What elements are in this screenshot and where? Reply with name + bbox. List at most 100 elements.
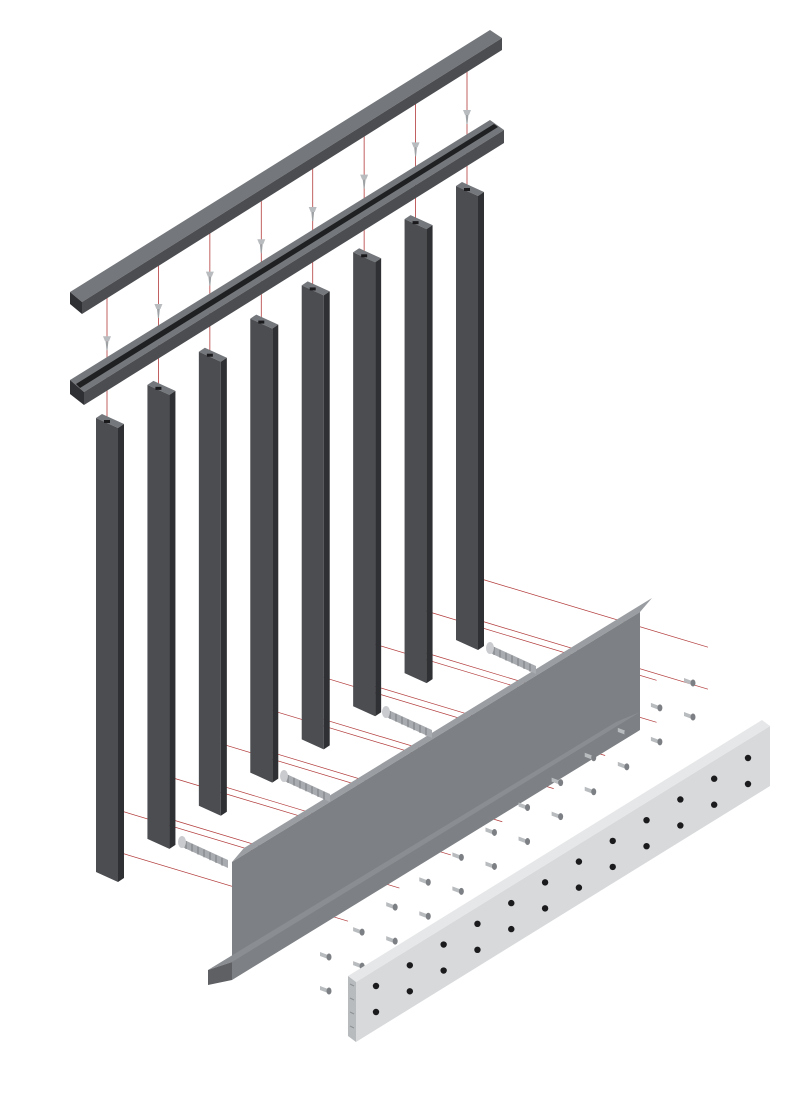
screw-head <box>463 110 471 115</box>
screw-body <box>452 852 461 860</box>
rail-screw-8 <box>463 110 471 124</box>
screw-head <box>491 862 497 870</box>
picket-2 <box>147 380 176 849</box>
perforated-plate-end <box>348 976 356 1042</box>
screw-shank <box>311 211 315 221</box>
rail-screw-5 <box>308 206 317 221</box>
screw-head <box>525 804 531 812</box>
picket-slot <box>104 420 110 423</box>
screw-head <box>690 679 696 687</box>
picket-side <box>323 291 330 750</box>
base-screw <box>518 802 531 812</box>
screw-head <box>657 704 663 712</box>
base-channel-group <box>208 598 652 985</box>
plate-hole <box>643 816 650 824</box>
picket-front <box>404 219 427 684</box>
rail-screw-2 <box>154 303 163 318</box>
base-screw <box>518 836 531 846</box>
screw-head <box>591 754 597 762</box>
screw-head <box>525 838 531 846</box>
rail-screw-6 <box>360 174 369 189</box>
screw-head <box>624 729 630 737</box>
plate-hole <box>744 780 752 788</box>
screw-head <box>591 788 597 796</box>
screw-shank <box>157 308 160 318</box>
screw-head <box>154 303 163 309</box>
plate-hole <box>710 801 718 808</box>
base-screw <box>617 761 630 771</box>
picket-8 <box>456 182 484 650</box>
plate-end-slot <box>349 983 355 987</box>
base-screw <box>320 952 332 961</box>
picket-slot <box>309 287 316 291</box>
screw-body <box>452 886 461 894</box>
screw-head <box>326 953 332 961</box>
plate-hole <box>643 842 650 850</box>
channel-rail-groove <box>76 124 498 388</box>
screw-body <box>650 702 659 710</box>
screw-body <box>584 786 593 794</box>
picket-slot <box>464 188 470 191</box>
pickets <box>96 182 484 882</box>
plate-hole <box>440 941 447 948</box>
screw-body <box>353 961 362 969</box>
picket-4 <box>250 314 279 783</box>
base-screw <box>584 752 597 762</box>
u-channel-web <box>232 612 640 980</box>
screw-body <box>485 827 494 835</box>
plate-end-slot <box>349 1025 355 1029</box>
channel-rail-front <box>84 130 504 405</box>
perforated-plate <box>348 720 770 1042</box>
u-channel-lip <box>232 598 652 862</box>
base-screw <box>684 712 696 721</box>
picket-front <box>456 186 478 650</box>
screw-body <box>353 927 362 935</box>
picket-slot <box>206 353 213 357</box>
screw-head <box>458 853 464 861</box>
base-screw <box>684 678 696 687</box>
guide-line-picket-upper-8 <box>477 577 709 648</box>
plate-hole <box>609 863 616 871</box>
plate-end-slot <box>349 997 355 1001</box>
plate-hole <box>440 967 447 974</box>
bolt-head <box>280 770 288 782</box>
screw-head <box>360 174 369 180</box>
base-screw <box>419 877 431 886</box>
plate-hole <box>508 925 515 933</box>
screw-body <box>419 911 428 919</box>
picket-side <box>272 324 279 783</box>
screw-head <box>392 937 398 945</box>
u-channel <box>208 598 652 985</box>
picket-1 <box>96 414 124 882</box>
picket-slot <box>155 386 162 390</box>
picket-6 <box>353 248 382 717</box>
picket-front <box>198 351 221 816</box>
screw-head <box>558 779 564 787</box>
plate-hole <box>406 988 414 995</box>
base-screw <box>650 736 663 746</box>
perforated-plate-top <box>348 720 770 982</box>
screw-head <box>657 738 663 746</box>
channel-rail <box>70 120 504 405</box>
picket-side <box>478 192 484 650</box>
picket-side <box>220 357 227 816</box>
plate-hole <box>406 962 414 969</box>
u-channel-flange <box>208 712 640 970</box>
picket-5 <box>301 281 330 750</box>
picket-slot <box>361 254 368 258</box>
base-screw <box>584 786 597 796</box>
plate-hole <box>372 1008 380 1016</box>
screw-body <box>320 986 328 993</box>
picket-slot <box>258 320 265 324</box>
base-screw <box>650 702 663 712</box>
cap-rail-end <box>70 292 82 314</box>
screw-body <box>617 761 626 769</box>
screw-body <box>551 811 560 819</box>
plate-hole <box>710 775 718 782</box>
base-screw <box>320 986 332 995</box>
base-screw <box>452 886 464 895</box>
picket-7 <box>404 215 433 684</box>
screw-head <box>205 271 214 277</box>
channel-rail-end <box>70 380 84 405</box>
